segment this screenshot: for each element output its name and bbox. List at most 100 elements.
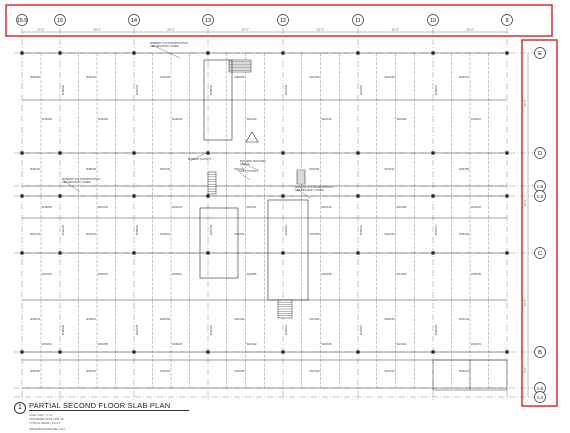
beam-tag: W10X12 <box>471 117 482 121</box>
row-bubble-label: A.3 <box>537 395 544 400</box>
beam-tag: W14X22 <box>310 317 321 321</box>
column-post <box>505 194 509 198</box>
row-bubble <box>534 391 546 403</box>
beam-tag: W24X55 <box>98 342 109 346</box>
column-post <box>505 251 509 255</box>
column-bubble <box>128 14 140 26</box>
column-post <box>132 151 136 155</box>
beam-tag: W21X44 <box>397 342 408 346</box>
drawing-note-2: TYPICAL BEAM | 1/S-6.1 <box>29 421 61 425</box>
callout-text: MOMENT & POSTS <box>188 157 212 161</box>
beam-tag: W16X31 <box>98 272 109 276</box>
beam-tag: W14X22 <box>30 167 41 171</box>
column-post <box>505 350 509 354</box>
beam-tag-vertical: W21X44 <box>284 84 288 95</box>
beam-tag: W16X31 <box>160 232 171 236</box>
beam-tag: W21X44 <box>459 317 470 321</box>
column-post <box>20 194 24 198</box>
beam-tag-vertical: W18X35 <box>209 84 213 95</box>
row-bubble <box>534 147 546 159</box>
column-post <box>281 51 285 55</box>
beam-tag: W16X31 <box>459 75 470 79</box>
column-post <box>431 194 435 198</box>
callout-text: SEE ABOVE BY OTHER <box>295 188 324 192</box>
column-bubble-label: 10 <box>430 18 436 24</box>
row-bubble <box>534 47 546 59</box>
beam-tag: W21X44 <box>30 232 41 236</box>
column-dimension-label: 30'-0" <box>167 28 175 32</box>
callout-leader <box>296 188 311 199</box>
beam-tag-vertical: W10X12 <box>359 324 363 335</box>
column-post <box>356 151 360 155</box>
callout-text: SLAB TO POSTS <box>238 169 259 173</box>
beam-tag: W12X19 <box>42 272 53 276</box>
beam-tag: W12X19 <box>172 205 183 209</box>
column-post <box>206 194 210 198</box>
beam-tag: W16X31 <box>30 317 41 321</box>
grid-lines <box>14 28 534 400</box>
callout-text: SEE ABOVE BY OTHER <box>62 180 91 184</box>
callout-text: MOMENT & PLATFORM POSTS <box>62 177 100 181</box>
column-post <box>431 350 435 354</box>
column-bubble-label: 11 <box>355 18 361 24</box>
beam-tag: W18X35 <box>86 167 97 171</box>
column-bubble <box>202 14 214 26</box>
beam-tag: W12X19 <box>385 75 396 79</box>
row-bubble-label: E <box>538 51 542 57</box>
beam-tag-vertical: W16X26 <box>61 84 65 95</box>
drawing-title-block: 1 PARTIAL SECOND FLOOR SLAB PLAN Scale: … <box>14 398 274 432</box>
beam-tag: W24X55 <box>160 317 171 321</box>
column-post <box>20 251 24 255</box>
beam-tag: W16X26 <box>385 232 396 236</box>
column-post <box>505 51 509 55</box>
column-post <box>431 51 435 55</box>
column-post <box>356 194 360 198</box>
column-bubble <box>501 14 513 26</box>
stair-opening-right <box>296 169 306 185</box>
column-post <box>132 251 136 255</box>
column-post <box>20 350 24 354</box>
beam-tag-vertical: W10X12 <box>434 224 438 235</box>
beam-tag: W18X35 <box>385 317 396 321</box>
column-post <box>20 51 24 55</box>
beam-tag: W16X31 <box>310 167 321 171</box>
row-bubble <box>534 346 546 358</box>
beam-tag: W14X22 <box>397 272 408 276</box>
row-bubble-label: B <box>538 350 542 356</box>
beam-tag: W21X44 <box>310 75 321 79</box>
column-post <box>20 151 24 155</box>
column-post <box>281 194 285 198</box>
structural-framing <box>20 51 509 391</box>
beam-tag: W24X55 <box>30 75 41 79</box>
beam-tag: W16X26 <box>235 317 246 321</box>
beam-tag-vertical: W16X31 <box>359 224 363 235</box>
beam-tag: W14X22 <box>160 369 171 373</box>
column-bubble <box>277 14 289 26</box>
beam-tag: W16X26 <box>86 75 97 79</box>
column-dimension-label: 30'-0" <box>242 28 250 32</box>
column-bubble <box>427 14 439 26</box>
beam-tag: W10X12 <box>86 317 97 321</box>
stair-opening-mid <box>207 171 217 195</box>
row-dimension-label: 42'-0" <box>523 199 527 207</box>
beam-tag-vertical: W14X22 <box>135 84 139 95</box>
beam-tag: W21X44 <box>98 205 109 209</box>
beam-tag: W21X44 <box>160 167 171 171</box>
column-post <box>356 251 360 255</box>
row-bubble <box>534 247 546 259</box>
beam-tag: W10X12 <box>322 205 333 209</box>
column-bubble <box>54 14 66 26</box>
row-bubble-label: C.5 <box>537 194 544 199</box>
beam-tag: W18X35 <box>172 117 183 121</box>
beam-tag: W14X22 <box>98 117 109 121</box>
row-bubble <box>534 190 546 202</box>
beam-tag: W24X55 <box>247 272 258 276</box>
core-opening-lower <box>199 207 239 279</box>
beam-tag: W18X35 <box>235 369 246 373</box>
column-post <box>58 51 62 55</box>
callout-leader <box>151 44 181 59</box>
beam-tag: W12X19 <box>235 167 246 171</box>
